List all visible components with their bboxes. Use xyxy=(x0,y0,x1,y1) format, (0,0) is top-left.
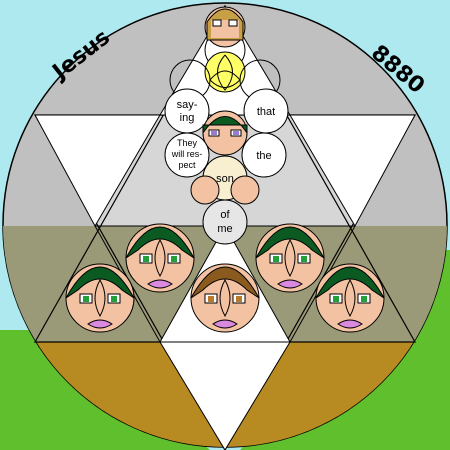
trinity-knot-icon xyxy=(209,54,241,91)
bubble-they: They will res- pect xyxy=(164,132,210,178)
star-tip-left xyxy=(34,114,161,228)
bubble-of-me-line1: of xyxy=(220,209,230,221)
bubble-they-line2: will res- xyxy=(171,149,203,159)
bubble-of-me-line2: me xyxy=(217,223,232,235)
bubble-that: that xyxy=(243,88,289,134)
face xyxy=(125,223,195,293)
face-row xyxy=(65,223,385,333)
bubble-son-text: son xyxy=(216,173,234,185)
face xyxy=(315,263,385,333)
face xyxy=(255,223,325,293)
bubble-saying-line1: say- xyxy=(177,99,198,111)
face xyxy=(65,263,135,333)
halo-circle xyxy=(204,51,246,93)
bubble-that-text: that xyxy=(257,106,275,118)
star-tip-right xyxy=(289,114,416,228)
bubble-the: the xyxy=(241,132,287,178)
face-top xyxy=(206,8,244,41)
face-middle xyxy=(202,110,248,156)
bubble-they-line1: They xyxy=(177,138,198,148)
bubble-saying-line2: ing xyxy=(180,112,195,124)
face xyxy=(190,263,260,333)
bubble-saying: say- ing xyxy=(164,88,210,134)
bubble-they-line3: pect xyxy=(178,160,196,170)
bubble-son: son xyxy=(190,155,260,205)
bubble-of-me: of me xyxy=(202,199,248,245)
bubble-the-text: the xyxy=(256,150,271,162)
